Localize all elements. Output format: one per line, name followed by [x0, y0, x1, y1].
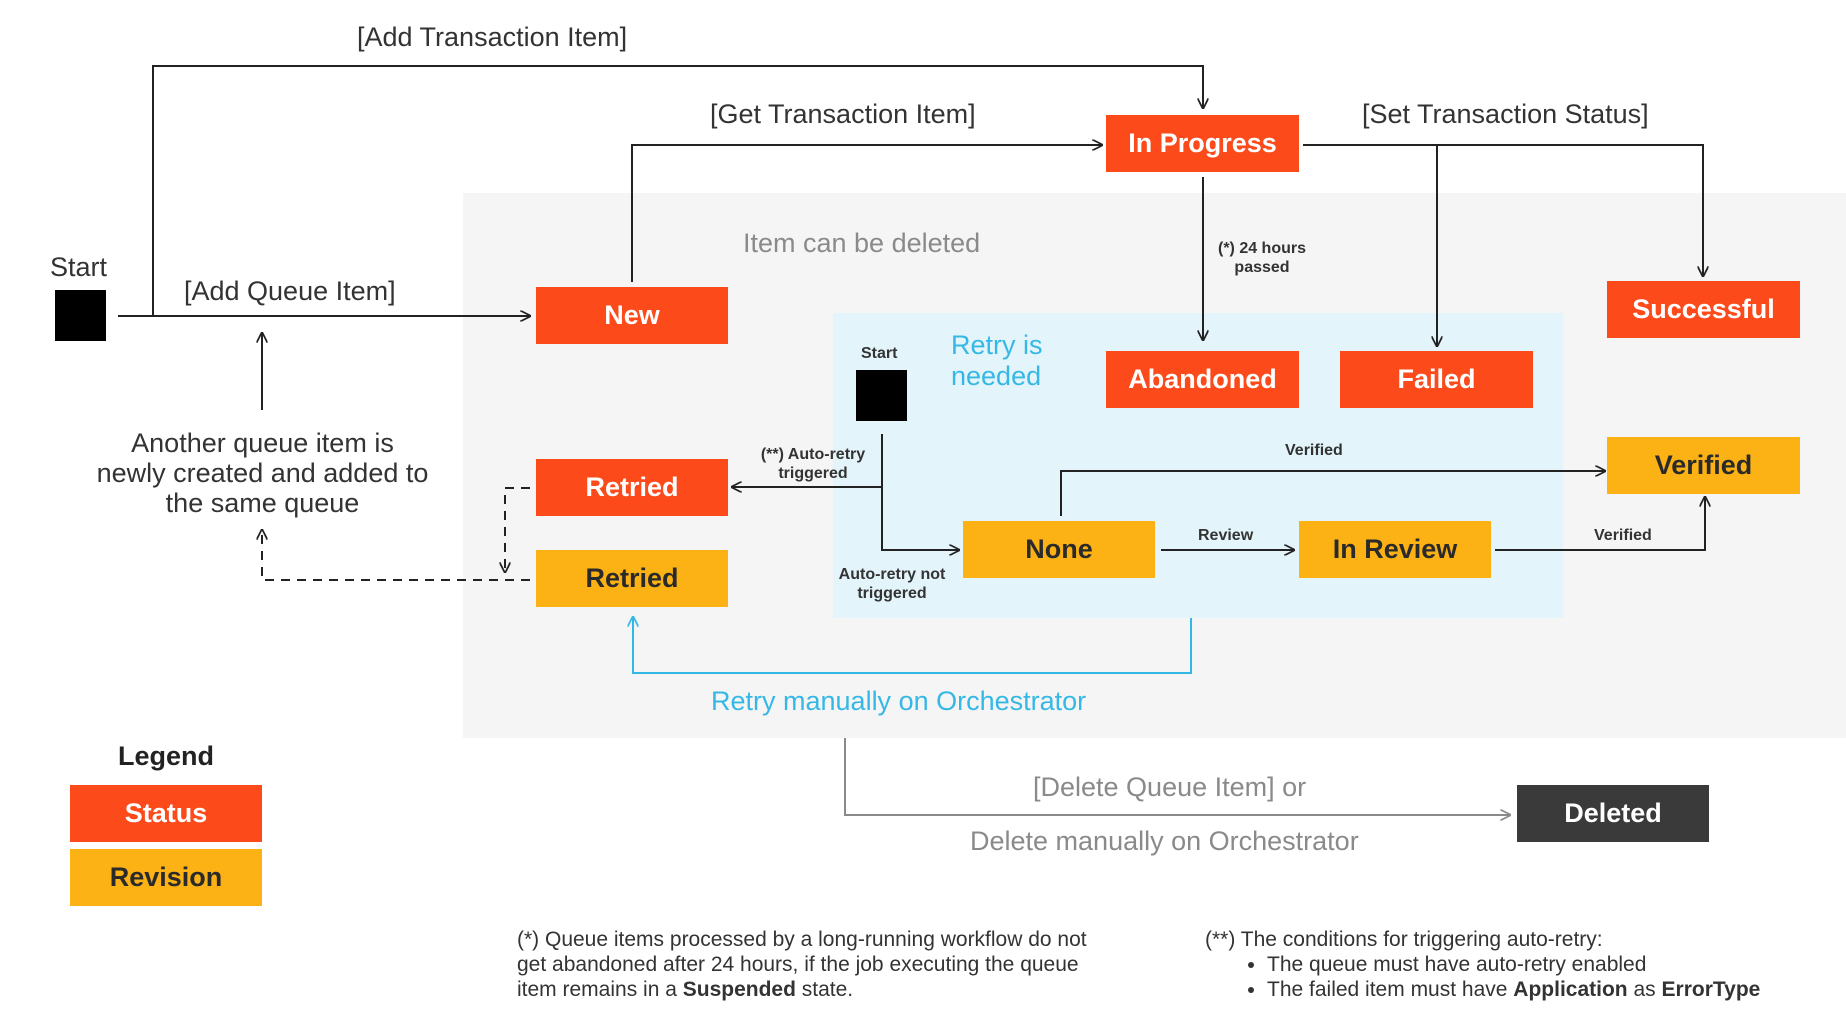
status-deleted: Deleted — [1517, 785, 1709, 842]
label-review: Review — [1198, 527, 1254, 544]
start-node — [55, 290, 106, 341]
footnote-star-bold: Suspended — [682, 978, 796, 1001]
footnote-auto-retry-title: (**) The conditions for triggering auto-… — [1205, 928, 1603, 951]
status-new: New — [536, 287, 728, 344]
edge-manual-retry — [633, 617, 1192, 674]
footnote-auto-retry-bullet-2: The failed item must have Application as… — [1267, 977, 1845, 1002]
revision-in-review: In Review — [1299, 521, 1491, 578]
retry-start-label: Start — [861, 345, 898, 362]
revision-verified: Verified — [1607, 437, 1800, 494]
legend-title: Legend — [118, 741, 215, 771]
bullet-2-pre: The failed item must have — [1267, 978, 1508, 1001]
revision-none: None — [963, 521, 1155, 578]
footnote-long-running: (*) Queue items processed by a long-runn… — [517, 927, 1087, 1002]
footnote-auto-retry-bullet-1: The queue must have auto-retry enabled — [1267, 952, 1845, 977]
bullet-2-bold-errortype: ErrorType — [1661, 978, 1761, 1001]
label-retry-manually: Retry manually on Orchestrator — [711, 686, 1087, 716]
status-retried: Retried — [536, 459, 728, 516]
label-get-transaction-item: [Get Transaction Item] — [710, 99, 976, 129]
zone-label-retry: Retry is needed — [951, 330, 1043, 391]
label-auto-retry-triggered: (**) Auto-retry triggered — [760, 446, 866, 482]
legend-status: Status — [70, 785, 262, 842]
edge-retry-start-to-none — [881, 434, 959, 550]
label-verified-top: Verified — [1285, 442, 1343, 459]
label-verified-right: Verified — [1594, 527, 1652, 544]
edge-new-to-in-progress — [631, 145, 1102, 282]
label-delete-manually: Delete manually on Orchestrator — [970, 826, 1359, 856]
revision-retried: Retried — [536, 550, 728, 607]
footnote-star-end: state. — [801, 978, 854, 1001]
footnote-star-text: (*) Queue items processed by a long-runn… — [517, 928, 1087, 1001]
status-failed: Failed — [1340, 351, 1533, 408]
footnote-auto-retry: (**) The conditions for triggering auto-… — [1205, 927, 1845, 1002]
edge-start-to-in-progress — [152, 65, 1203, 316]
bullet-2-mid: as — [1633, 978, 1656, 1001]
label-24-hours-passed: (*) 24 hours passed — [1217, 240, 1306, 276]
label-add-transaction-item: [Add Transaction Item] — [357, 22, 628, 52]
edge-in-review-to-verified — [1495, 497, 1705, 551]
label-set-transaction-status: [Set Transaction Status] — [1362, 99, 1649, 129]
edge-in-progress-to-status — [1303, 144, 1703, 276]
edge-none-to-verified — [1060, 471, 1605, 516]
start-label: Start — [50, 252, 108, 282]
status-abandoned: Abandoned — [1106, 351, 1299, 408]
legend-revision: Revision — [70, 849, 262, 906]
retry-start-node — [856, 370, 907, 421]
zone-label-deletable: Item can be deleted — [743, 228, 981, 258]
status-successful: Successful — [1607, 281, 1800, 338]
label-auto-retry-not-triggered: Auto-retry not triggered — [838, 566, 946, 602]
edge-retried-dashed-link — [505, 487, 530, 572]
edge-delete — [844, 738, 1510, 815]
footnote-auto-retry-list: The queue must have auto-retry enabled T… — [1205, 952, 1845, 1002]
bullet-2-bold-application: Application — [1513, 978, 1628, 1001]
edge-retried-to-another-item — [262, 530, 530, 581]
label-another-queue-item: Another queue item is newly created and … — [96, 428, 429, 518]
label-add-queue-item: [Add Queue Item] — [184, 276, 396, 306]
label-delete-queue-item: [Delete Queue Item] or — [1033, 772, 1307, 802]
status-in-progress: In Progress — [1106, 115, 1299, 172]
